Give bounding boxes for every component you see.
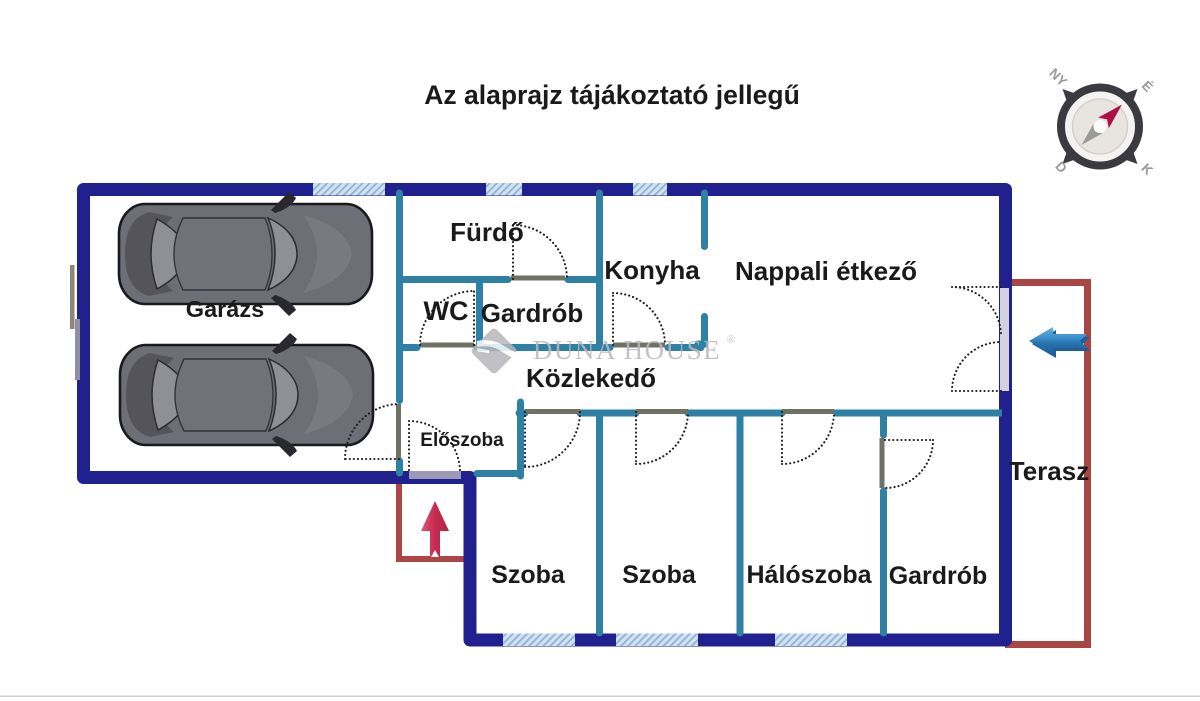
svg-text:Terasz: Terasz — [1009, 456, 1089, 486]
svg-text:Garázs: Garázs — [186, 296, 264, 322]
svg-text:Nappali étkező: Nappali étkező — [735, 256, 917, 286]
svg-text:K: K — [1138, 161, 1156, 179]
svg-text:Gardrób: Gardrób — [889, 562, 988, 590]
svg-text:®: ® — [726, 332, 735, 346]
svg-text:Szoba: Szoba — [622, 561, 697, 589]
svg-text:NY: NY — [1046, 65, 1070, 89]
svg-text:Közlekedő: Közlekedő — [526, 363, 656, 393]
svg-text:Előszoba: Előszoba — [420, 430, 504, 451]
svg-text:Konyha: Konyha — [604, 255, 700, 285]
svg-text:WC: WC — [424, 296, 469, 326]
svg-text:DUNA HOUSE: DUNA HOUSE — [533, 335, 721, 365]
svg-text:Fürdő: Fürdő — [450, 217, 524, 247]
svg-text:Hálószoba: Hálószoba — [746, 561, 872, 589]
svg-text:É: É — [1139, 78, 1156, 95]
svg-text:Az alaprajz tájákoztató jelleg: Az alaprajz tájákoztató jellegű — [424, 80, 800, 110]
svg-text:Gardrób: Gardrób — [481, 298, 584, 328]
svg-text:Szoba: Szoba — [491, 561, 566, 589]
